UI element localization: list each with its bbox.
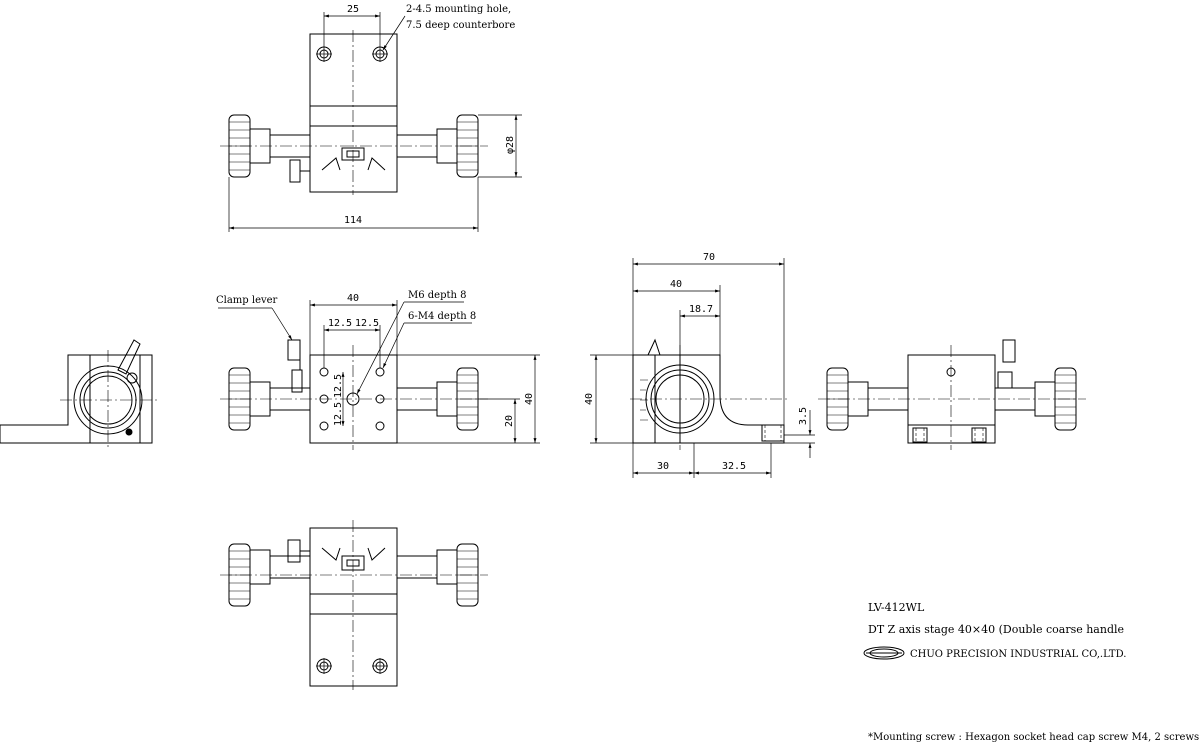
model-number: LV-412WL — [868, 601, 925, 614]
product-description: DT Z axis stage 40×40 (Double coarse han… — [868, 623, 1124, 636]
dim-side-40: 40 — [670, 279, 682, 290]
dim-side-70: 70 — [703, 252, 715, 263]
clamp-lever-label: Clamp lever — [216, 295, 278, 306]
dim-phi28: φ28 — [505, 136, 516, 154]
dim-25: 25 — [347, 4, 359, 15]
rear-view — [818, 339, 1086, 450]
left-side-view — [0, 339, 160, 450]
dim-front-12-5-b: 12.5 — [355, 318, 379, 329]
dim-front-12-5-a: 12.5 — [328, 318, 352, 329]
top-view: 25 2-4.5 mounting hole, 7.5 deep counter… — [220, 4, 522, 232]
dim-114: 114 — [344, 215, 362, 226]
company-name: CHUO PRECISION INDUSTRIAL CO,.LTD. — [910, 649, 1126, 660]
dim-front-20: 20 — [504, 415, 515, 427]
dim-front-12-5-v1: 12.5 — [333, 374, 344, 398]
mounting-hole-label: 2-4.5 mounting hole, — [406, 4, 511, 15]
dim-side-40-left: 40 — [584, 393, 595, 405]
dim-front-12-5-v2: 12.5 — [333, 402, 344, 426]
dim-side-18-7: 18.7 — [689, 304, 713, 315]
dim-front-40-right: 40 — [524, 393, 535, 405]
m4-label: 6-M4 depth 8 — [408, 311, 476, 322]
bottom-view — [220, 520, 488, 690]
counterbore-label: 7.5 deep counterbore — [406, 20, 515, 31]
m6-label: M6 depth 8 — [408, 290, 467, 301]
dim-side-32-5: 32.5 — [722, 461, 746, 472]
side-view: 70 40 18.7 40 3.5 30 32.5 — [584, 252, 815, 478]
front-view: Clamp lever 40 12.5 12.5 12.5 12.5 M6 de… — [216, 290, 540, 450]
dim-front-40: 40 — [347, 293, 359, 304]
dim-side-3-5: 3.5 — [798, 407, 809, 425]
mounting-screw-note: *Mounting screw : Hexagon socket head ca… — [868, 732, 1199, 743]
company-logo — [863, 646, 905, 660]
dim-side-30: 30 — [657, 461, 669, 472]
title-block: LV-412WL DT Z axis stage 40×40 (Double c… — [863, 601, 1199, 743]
